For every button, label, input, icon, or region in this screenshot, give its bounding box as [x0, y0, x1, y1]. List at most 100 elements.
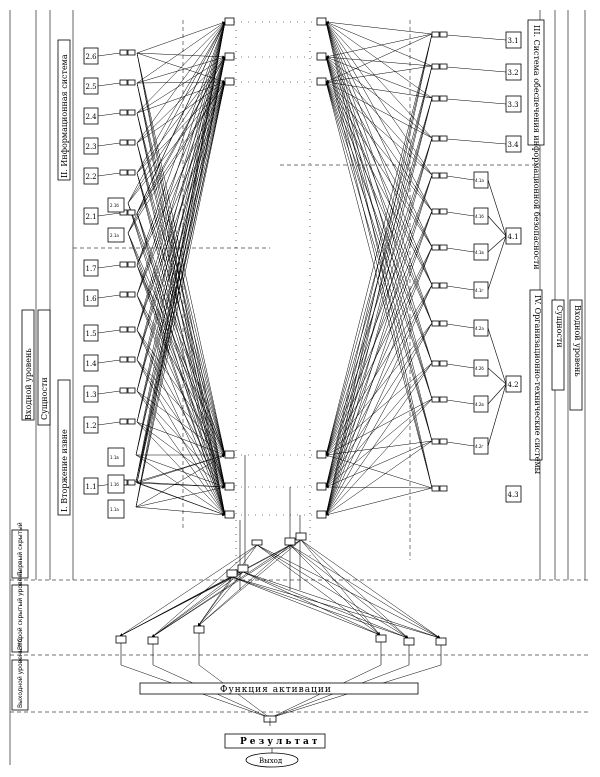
result-box: Результат — [224, 733, 326, 754]
connection-lines — [119, 20, 442, 719]
svg-text:1.4: 1.4 — [86, 360, 98, 368]
right-sub-node-4.1г: 4.1г — [431, 235, 507, 299]
right-sub-node-4.1а: 4.1а — [431, 171, 507, 237]
second-hidden-neuron — [147, 636, 159, 645]
hidden-neuron-left — [224, 510, 235, 519]
svg-text:4.1в: 4.1в — [475, 250, 484, 255]
hidden-neuron-left — [224, 482, 235, 491]
group-3-label: III. Система обеспечения информационной … — [527, 19, 545, 270]
zone-second-hidden: Второй скрытый уровень — [11, 570, 29, 653]
right-node-3.3: 3.3 — [431, 95, 522, 113]
left-node-1.4: 1.4 — [83, 354, 136, 372]
second-hidden-neuron — [435, 637, 447, 646]
left-node-1.6: 1.6 — [83, 289, 136, 307]
svg-text:Сущности: Сущности — [555, 305, 564, 348]
hidden-neuron-right — [316, 482, 327, 491]
svg-text:1.1б: 1.1б — [110, 482, 119, 487]
first-hidden-blocks — [226, 532, 307, 578]
left-input-nodes: 2.62.52.42.32.22.11.71.61.51.41.31.21.1 — [83, 47, 136, 495]
svg-text:1.6: 1.6 — [86, 295, 98, 303]
svg-text:Результат: Результат — [240, 737, 320, 747]
svg-text:4.2б: 4.2б — [475, 366, 484, 371]
svg-text:4.3: 4.3 — [508, 491, 519, 499]
right-node-3.1: 3.1 — [431, 31, 522, 49]
svg-text:4.1: 4.1 — [508, 233, 519, 241]
svg-text:4.2а: 4.2а — [475, 326, 484, 331]
svg-text:III. Система обеспечения инфор: III. Система обеспечения информационной … — [532, 25, 541, 270]
right-node-4.2: 4.2 — [505, 375, 522, 393]
sub-node-2.1b: 2.1б — [107, 197, 125, 213]
hidden-neuron-right — [316, 450, 327, 459]
right-node-3.2: 3.2 — [431, 63, 522, 81]
hidden-neuron-left — [224, 17, 235, 26]
hidden-neuron-right — [316, 77, 327, 86]
svg-text:4.1б: 4.1б — [475, 214, 484, 219]
right-input-nodes: 3.1 3.2 3.3 3.4 4.1 4.2 4.3 — [431, 31, 522, 503]
svg-text:Входной уровень: Входной уровень — [24, 348, 33, 420]
svg-text:4.2: 4.2 — [508, 381, 519, 389]
svg-text:1.1в: 1.1в — [110, 455, 119, 460]
exit-oval: Выход — [245, 752, 299, 768]
svg-text:Входной уровень: Входной уровень — [573, 305, 582, 377]
group-4-label: IV. Организационно-технические системы — [529, 289, 543, 475]
left-node-2.5: 2.5 — [83, 77, 136, 95]
svg-text:4.1г: 4.1г — [475, 288, 483, 293]
hidden-neurons-left — [224, 17, 235, 519]
right-sub-node-4.2б: 4.2б — [431, 359, 507, 385]
second-hidden-neurons — [115, 625, 447, 723]
sub-node-1.1b: 1.1б — [107, 474, 125, 494]
left-node-1.3: 1.3 — [83, 385, 136, 403]
svg-text:3.2: 3.2 — [508, 69, 519, 77]
right-node-4.1: 4.1 — [505, 227, 522, 245]
svg-text:Первый скрытый: Первый скрытый — [17, 522, 24, 576]
svg-text:Сущности: Сущности — [40, 377, 49, 420]
svg-text:2.1а: 2.1а — [110, 233, 119, 238]
svg-text:2.2: 2.2 — [86, 173, 97, 181]
second-hidden-neuron — [375, 634, 387, 643]
svg-text:2.3: 2.3 — [86, 143, 97, 151]
svg-text:1.1а: 1.1а — [110, 507, 119, 512]
right-node-4.3: 4.3 — [505, 485, 522, 503]
svg-text:Второй скрытый уровень: Второй скрытый уровень — [17, 570, 24, 650]
zone-input-level-right: Входной уровень — [569, 299, 583, 411]
right-sub-node-4.1б: 4.1б — [431, 207, 507, 237]
hidden-neuron-left — [224, 52, 235, 61]
hidden-neuron-left — [224, 77, 235, 86]
svg-text:I. Вторжение извне: I. Вторжение извне — [60, 429, 69, 512]
svg-text:Выход: Выход — [259, 757, 283, 765]
zone-entities-left: Сущности — [37, 309, 51, 426]
svg-text:2.6: 2.6 — [86, 53, 98, 61]
svg-text:2.1: 2.1 — [86, 213, 97, 221]
second-hidden-neuron — [403, 637, 415, 646]
left-node-1.7: 1.7 — [83, 259, 136, 277]
right-sub-node-4.2г: 4.2г — [431, 383, 507, 455]
right-sub-node-4.1в: 4.1в — [431, 235, 507, 261]
svg-text:1.2: 1.2 — [86, 422, 97, 430]
svg-text:3.4: 3.4 — [508, 141, 520, 149]
zone-first-hidden: Первый скрытый — [11, 522, 29, 579]
left-node-2.3: 2.3 — [83, 137, 136, 155]
right-sub-nodes: 4.1а 4.1б 4.1в 4.1г 4.2а 4.2б 4.2в 4.2г — [431, 171, 507, 492]
right-sub-node-4.2в: 4.2в — [431, 383, 507, 413]
sub-node-2.1a: 2.1а — [107, 227, 125, 243]
group-2-label: II. Информационная система — [57, 39, 71, 181]
hidden-neuron-right — [316, 17, 327, 26]
svg-text:4.2г: 4.2г — [475, 444, 483, 449]
svg-text:II. Информационная система: II. Информационная система — [60, 54, 69, 178]
svg-text:1.3: 1.3 — [86, 391, 97, 399]
zone-output-level: Выходной уровень НС — [11, 638, 29, 711]
svg-text:3.3: 3.3 — [508, 101, 519, 109]
svg-text:3.1: 3.1 — [508, 37, 519, 45]
left-node-2.4: 2.4 — [83, 107, 136, 125]
svg-text:2.1б: 2.1б — [110, 203, 119, 208]
left-node-1.5: 1.5 — [83, 324, 136, 342]
svg-text:2.5: 2.5 — [86, 83, 97, 91]
svg-text:4.1а: 4.1а — [475, 178, 484, 183]
second-hidden-neuron — [115, 635, 127, 644]
left-node-2.1: 2.1 — [83, 207, 136, 225]
svg-text:Выходной уровень НС: Выходной уровень НС — [17, 638, 24, 708]
second-hidden-neuron — [193, 625, 205, 634]
right-node-3.4: 3.4 — [431, 135, 522, 153]
hidden-neuron-right — [316, 510, 327, 519]
